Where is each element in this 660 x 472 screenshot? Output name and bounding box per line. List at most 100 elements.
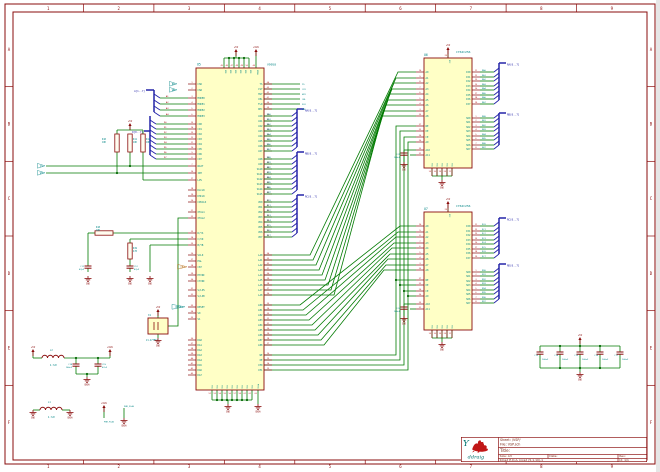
pin-name: A1 bbox=[426, 77, 429, 80]
junction-dot bbox=[128, 164, 132, 168]
bus-entry bbox=[291, 169, 298, 175]
pin-number: 55 bbox=[267, 129, 270, 131]
pin-name: DA6 bbox=[198, 369, 203, 372]
pin-name: VA12 bbox=[257, 178, 263, 181]
pin-number: 6 bbox=[475, 292, 477, 294]
pin-name: VA8 bbox=[258, 158, 263, 161]
net-label: D3 bbox=[164, 137, 167, 139]
net-label: RB0 bbox=[267, 157, 272, 159]
junction-dot bbox=[558, 366, 562, 370]
pin-name: VSS bbox=[227, 384, 229, 388]
pin-number: 14 bbox=[429, 171, 431, 173]
power-symbol-+5v bbox=[446, 47, 450, 50]
pin-name: VD4 bbox=[258, 221, 263, 224]
pin-name: VA7 bbox=[258, 150, 263, 153]
junction-dot bbox=[242, 56, 246, 60]
pin-name: VSS bbox=[217, 384, 219, 388]
resistor-ref: R10 bbox=[102, 138, 107, 141]
pin-name: S/LPD bbox=[198, 295, 206, 298]
pin-number: 42 bbox=[267, 200, 270, 202]
pin-number: 7 bbox=[419, 87, 421, 89]
net-label: RB2 bbox=[482, 125, 487, 127]
pin-name: VA0 bbox=[258, 115, 263, 118]
pin-number: 23 bbox=[419, 148, 422, 150]
pin-number: 47 bbox=[267, 172, 270, 174]
pin-number: 12 bbox=[475, 229, 478, 231]
wire bbox=[264, 115, 416, 296]
pin-name: PAL bbox=[198, 260, 203, 263]
pin-name: XTAL1 bbox=[198, 211, 206, 214]
pin-number: 18 bbox=[439, 333, 441, 335]
bus-entry bbox=[291, 207, 298, 213]
ic-U6 bbox=[423, 57, 473, 169]
pin-name: S0 bbox=[198, 312, 201, 315]
pin-number: 5 bbox=[419, 98, 421, 100]
pin-name: SD3 bbox=[466, 284, 471, 287]
junction-dot bbox=[402, 289, 406, 293]
wire bbox=[264, 77, 416, 261]
pin-number: 16 bbox=[267, 353, 270, 355]
pin-name: LA4 bbox=[258, 274, 263, 277]
pin-name: A4 bbox=[426, 93, 429, 96]
junction-dot bbox=[578, 366, 582, 370]
junction-dot bbox=[220, 398, 224, 402]
pin-number: 6 bbox=[191, 114, 193, 116]
pin-number: 8 bbox=[419, 235, 421, 237]
pin-name: S/LPS bbox=[198, 289, 206, 292]
net-label: RB6 bbox=[267, 187, 272, 189]
pin-name: VSS bbox=[242, 384, 244, 388]
pin-name: SD1 bbox=[466, 121, 471, 124]
pin-number: 25 bbox=[419, 268, 422, 270]
junction-dot bbox=[230, 398, 234, 402]
ruler-col-label: 2 bbox=[117, 464, 120, 469]
net-label: RD3 bbox=[482, 283, 487, 285]
pin-number: 34 bbox=[191, 311, 194, 313]
pin-number: 48 bbox=[236, 65, 238, 67]
titleblock-title: Title: bbox=[498, 448, 647, 455]
power-arrow-icon bbox=[446, 201, 450, 204]
pin-name: INT bbox=[198, 172, 203, 175]
ruler-col-label: 6 bbox=[399, 6, 402, 11]
pin-number: 21 bbox=[419, 307, 422, 309]
capacitor-ref: C13 bbox=[534, 355, 539, 357]
pin-number: 42 bbox=[191, 368, 194, 370]
pin-number: 57 bbox=[234, 393, 236, 395]
pin-name: LB1 bbox=[258, 309, 263, 312]
pin-number: 24 bbox=[267, 308, 270, 310]
pin-name: A8 bbox=[426, 269, 429, 272]
pin-number: 21 bbox=[191, 210, 194, 212]
pin-name: IO0 bbox=[466, 71, 471, 74]
pin-number: 22 bbox=[191, 216, 194, 218]
pin-number: 45 bbox=[267, 182, 270, 184]
pin-number: 31 bbox=[267, 268, 270, 270]
net-label: RA6 bbox=[482, 96, 487, 99]
power-arrow-icon bbox=[31, 349, 35, 352]
wire bbox=[264, 93, 416, 276]
net-label: RB7 bbox=[482, 147, 487, 149]
power-arrow-icon bbox=[234, 49, 238, 52]
ruler-col-label: 8 bbox=[540, 464, 543, 469]
bus-label: RA[0..7] bbox=[305, 109, 318, 113]
net-label: RB2 bbox=[267, 167, 272, 169]
bus-label: RD[0..7] bbox=[507, 264, 520, 268]
wire bbox=[264, 104, 416, 286]
pin-number: 27 bbox=[191, 259, 194, 261]
pin-number: 32 bbox=[191, 294, 194, 296]
power-label: GND bbox=[402, 169, 407, 172]
pin-name: A6 bbox=[426, 104, 429, 107]
bus-entry bbox=[149, 144, 157, 150]
junction-dot bbox=[240, 398, 244, 402]
pin-name: LA0 bbox=[258, 254, 263, 257]
titleblock-sheet: Sheet: /VSP/ bbox=[499, 438, 521, 442]
pin-number: 64 bbox=[267, 82, 270, 84]
wire bbox=[264, 264, 416, 341]
bus-label: D[0..7] bbox=[132, 130, 143, 134]
capacitor-ref: C22 bbox=[396, 308, 401, 310]
pin-number: 36 bbox=[267, 230, 270, 232]
bus-entry bbox=[493, 90, 500, 96]
global-label: RD bbox=[172, 83, 175, 86]
pin-name: WAIT bbox=[198, 165, 204, 168]
bus-entry bbox=[493, 122, 500, 128]
pin-name: LA2 bbox=[258, 264, 263, 267]
